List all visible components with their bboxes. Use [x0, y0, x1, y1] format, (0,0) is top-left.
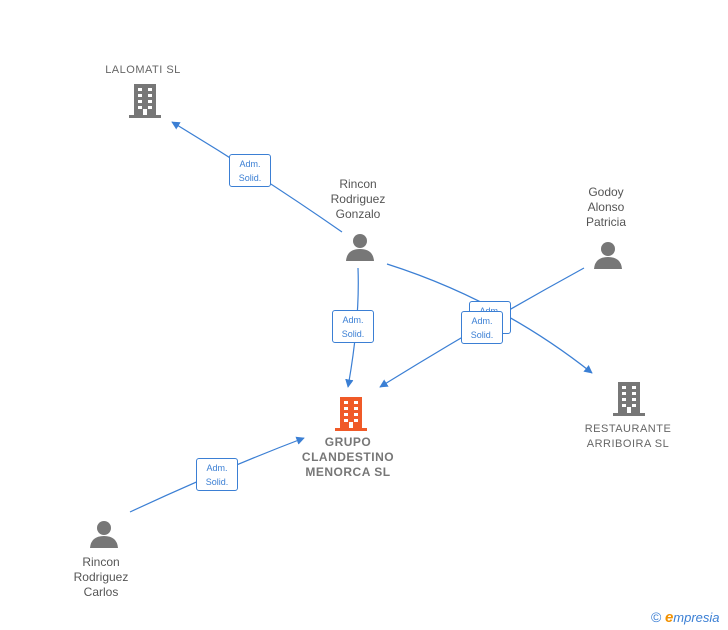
node-label-rincon-carlos[interactable]: Rincon Rodriguez Carlos — [61, 555, 141, 600]
edge-label-line: Adm. — [471, 316, 493, 326]
node-label-rincon-gonzalo[interactable]: Rincon Rodriguez Gonzalo — [318, 177, 398, 222]
edge-label-line: Adm. — [206, 463, 228, 473]
node-label-lalomati[interactable]: LALOMATI SL — [105, 64, 181, 76]
name-line: ARRIBOIRA SL — [586, 438, 670, 450]
name-line: Carlos — [83, 585, 119, 599]
edge-label-godoy-grupo[interactable]: Adm. Solid. — [461, 311, 503, 344]
person-icon[interactable] — [89, 519, 119, 554]
brand-logo: © empresia — [651, 609, 720, 626]
edge-label-carlos-grupo[interactable]: Adm. Solid. — [196, 458, 238, 491]
edge-label-line: Solid. — [470, 330, 494, 340]
node-label-godoy[interactable]: Godoy Alonso Patricia — [566, 185, 646, 230]
name-line: Alonso — [587, 200, 625, 214]
name-line: Rincon — [82, 555, 120, 569]
brand-name: mpresia — [673, 610, 720, 625]
name-line: CLANDESTINO — [301, 450, 395, 464]
person-icon[interactable] — [593, 240, 623, 275]
copyright-symbol: © — [651, 609, 662, 625]
name-line: Gonzalo — [335, 207, 381, 221]
name-line: Patricia — [585, 215, 626, 229]
person-icon[interactable] — [345, 232, 375, 267]
building-icon[interactable] — [613, 382, 645, 421]
name-line: RESTAURANTE — [584, 423, 672, 435]
edge-label-gonzalo-grupo[interactable]: Adm. Solid. — [332, 310, 374, 343]
name-line: Rodriguez — [73, 570, 129, 584]
edge-label-line: Solid. — [341, 329, 365, 339]
name-line: Rincon — [339, 177, 377, 191]
edge-label-line: Adm. — [342, 315, 364, 325]
edge-label-line: Adm. — [239, 159, 261, 169]
building-icon[interactable] — [335, 397, 367, 436]
edge-label-gonzalo-lalomati[interactable]: Adm. Solid. — [229, 154, 271, 187]
brand-e: e — [664, 609, 674, 626]
node-label-grupo[interactable]: GRUPO CLANDESTINO MENORCA SL — [291, 435, 405, 480]
name-line: Godoy — [588, 185, 624, 199]
building-icon[interactable] — [129, 84, 161, 123]
edge-label-line: Solid. — [205, 477, 229, 487]
name-line: MENORCA SL — [305, 465, 391, 479]
edge-label-line: Solid. — [238, 173, 262, 183]
name-line: GRUPO — [324, 435, 372, 449]
name-line: Rodriguez — [330, 192, 386, 206]
node-label-restaurante[interactable]: RESTAURANTE ARRIBOIRA SL — [574, 422, 682, 452]
